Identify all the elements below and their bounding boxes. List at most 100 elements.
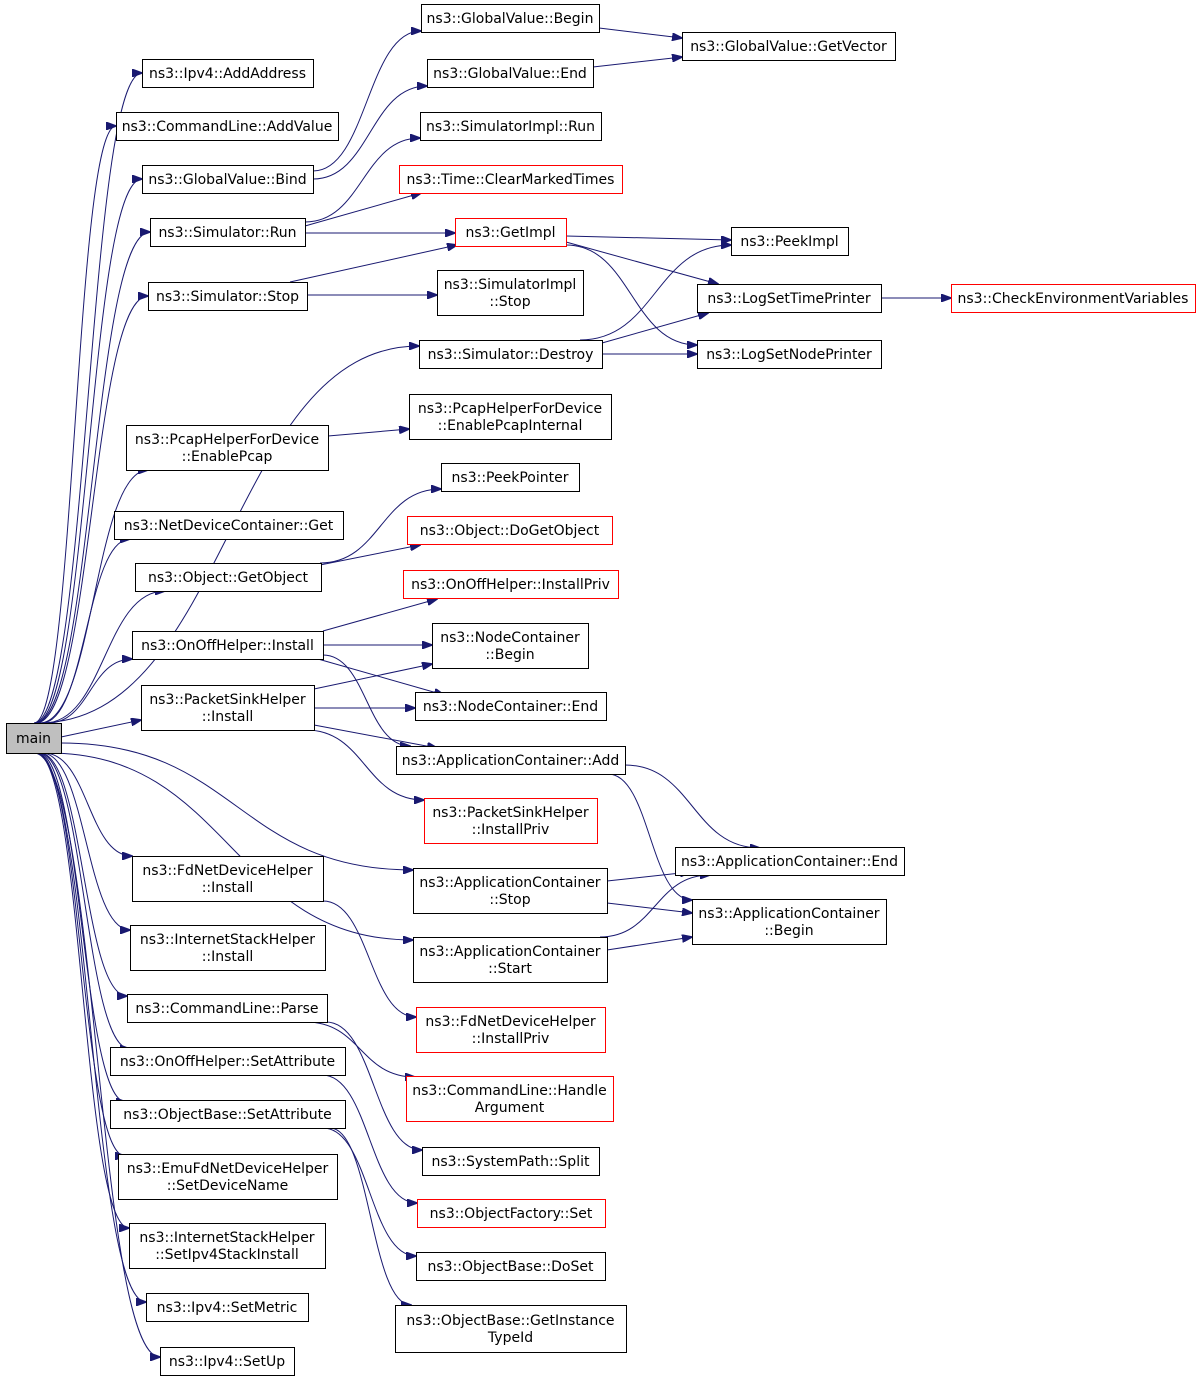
node-label-line: ns3::Ipv4::AddAddress: [149, 66, 306, 82]
node-globalvalue-getvector[interactable]: ns3::GlobalValue::GetVector: [682, 32, 896, 61]
node-box: [437, 270, 584, 316]
node-box: [160, 1347, 295, 1376]
node-label-line: ::Begin: [485, 647, 534, 663]
edge-main-to-packetsinkhelper-install: [60, 720, 141, 738]
node-box: [455, 218, 567, 247]
edge-globalvalue-end-to-globalvalue-getvector: [592, 57, 682, 68]
node-cmdline-parse[interactable]: ns3::CommandLine::Parse: [127, 994, 328, 1023]
node-box: [413, 868, 608, 914]
node-box: [421, 4, 600, 33]
node-cmdline-addvalue[interactable]: ns3::CommandLine::AddValue: [116, 112, 339, 141]
node-label-line: ns3::ObjectFactory::Set: [430, 1206, 593, 1222]
node-label-line: ns3::PcapHelperForDevice: [135, 432, 319, 448]
edge-simulator-run-to-simulatorimpl-run: [304, 138, 420, 223]
node-pcap-enablepcap[interactable]: ns3::PcapHelperForDevice::EnablePcap: [126, 425, 329, 471]
node-packetsinkhelper-install[interactable]: ns3::PacketSinkHelper::Install: [141, 685, 315, 731]
node-box: [148, 282, 308, 311]
node-simulatorimpl-run[interactable]: ns3::SimulatorImpl::Run: [420, 112, 602, 141]
node-ipv4-setup[interactable]: ns3::Ipv4::SetUp: [160, 1347, 295, 1376]
node-box: [406, 1076, 614, 1122]
node-internetstackhelper-setipv4stackinstall[interactable]: ns3::InternetStackHelper::SetIpv4StackIn…: [129, 1223, 326, 1269]
node-peekpointer[interactable]: ns3::PeekPointer: [441, 463, 580, 492]
edge-main-to-onoffhelper-setattribute: [38, 752, 130, 1049]
node-logsetnodeprinter[interactable]: ns3::LogSetNodePrinter: [697, 340, 882, 369]
node-label-line: ns3::ApplicationContainer: [419, 944, 600, 960]
node-globalvalue-bind[interactable]: ns3::GlobalValue::Bind: [142, 165, 314, 194]
node-nodecontainer-end[interactable]: ns3::NodeContainer::End: [415, 692, 607, 721]
edge-getimpl-to-peekimpl: [565, 235, 731, 240]
node-checkenvironmentvariables[interactable]: ns3::CheckEnvironmentVariables: [951, 284, 1196, 313]
edge-main-to-netdevicecontainer-get: [41, 539, 130, 724]
node-label-line: ns3::GlobalValue::GetVector: [690, 39, 887, 55]
node-ipv4-addaddress[interactable]: ns3::Ipv4::AddAddress: [142, 59, 314, 88]
node-onoffhelper-installpriv[interactable]: ns3::OnOffHelper::InstallPriv: [403, 570, 619, 599]
node-globalvalue-end[interactable]: ns3::GlobalValue::End: [427, 59, 594, 88]
node-label-line: ns3::FdNetDeviceHelper: [142, 863, 312, 879]
node-label-line: ns3::NetDeviceContainer::Get: [124, 518, 334, 534]
node-nodecontainer-begin[interactable]: ns3::NodeContainer::Begin: [432, 623, 589, 669]
edge-onoffhelper-install-to-nodecontainer-end: [317, 658, 444, 695]
edge-main-to-internetstackhelper-setipv4stackinstall: [35, 752, 129, 1228]
node-box: [675, 847, 905, 876]
node-emufd-setdevicename[interactable]: ns3::EmuFdNetDeviceHelper::SetDeviceName: [118, 1154, 338, 1200]
node-box: [114, 511, 344, 540]
node-time-clearmarkedtimes[interactable]: ns3::Time::ClearMarkedTimes: [399, 165, 623, 194]
node-netdevicecontainer-get[interactable]: ns3::NetDeviceContainer::Get: [114, 511, 344, 540]
node-box: [126, 425, 329, 471]
node-logsettimeprinter[interactable]: ns3::LogSetTimePrinter: [697, 284, 882, 313]
node-label-line: Argument: [475, 1100, 545, 1116]
edge-appcontainer-start-to-appcontainer-begin: [606, 937, 692, 951]
node-simulator-stop[interactable]: ns3::Simulator::Stop: [148, 282, 308, 311]
node-objectbase-setattribute[interactable]: ns3::ObjectBase::SetAttribute: [110, 1100, 346, 1129]
node-appcontainer-end[interactable]: ns3::ApplicationContainer::End: [675, 847, 905, 876]
node-label-line: ns3::PcapHelperForDevice: [418, 401, 602, 417]
edge-object-getobject-to-object-dogetobject: [319, 545, 420, 566]
node-ipv4-setmetric[interactable]: ns3::Ipv4::SetMetric: [146, 1293, 309, 1322]
edge-simulator-destroy-to-peekimpl: [579, 245, 731, 341]
node-getimpl[interactable]: ns3::GetImpl: [455, 218, 567, 247]
node-appcontainer-add[interactable]: ns3::ApplicationContainer::Add: [396, 746, 626, 775]
node-systempath-split[interactable]: ns3::SystemPath::Split: [422, 1147, 600, 1176]
node-simulator-destroy[interactable]: ns3::Simulator::Destroy: [419, 340, 603, 369]
node-label-line: ::SetDeviceName: [167, 1178, 289, 1194]
edge-main-to-object-getobject: [43, 591, 165, 724]
node-fdnetdevicehelper-install[interactable]: ns3::FdNetDeviceHelper::Install: [132, 856, 324, 902]
node-box: [110, 1100, 346, 1129]
node-appcontainer-start[interactable]: ns3::ApplicationContainer::Start: [413, 937, 608, 983]
node-main[interactable]: main: [6, 723, 62, 754]
node-label-line: ns3::Ipv4::SetMetric: [157, 1300, 298, 1316]
node-pcap-enablepcapinternal[interactable]: ns3::PcapHelperForDevice::EnablePcapInte…: [409, 394, 612, 440]
node-box: [130, 925, 326, 971]
node-objectfactory-set[interactable]: ns3::ObjectFactory::Set: [417, 1199, 606, 1228]
node-box: [150, 218, 306, 247]
node-appcontainer-begin[interactable]: ns3::ApplicationContainer::Begin: [692, 899, 887, 945]
node-globalvalue-begin[interactable]: ns3::GlobalValue::Begin: [421, 4, 600, 33]
node-object-getobject[interactable]: ns3::Object::GetObject: [135, 563, 322, 592]
edge-object-getobject-to-peekpointer: [319, 489, 441, 564]
node-fdnetdevicehelper-installpriv[interactable]: ns3::FdNetDeviceHelper::InstallPriv: [416, 1007, 606, 1053]
node-onoffhelper-setattribute[interactable]: ns3::OnOffHelper::SetAttribute: [110, 1047, 346, 1076]
node-box: [416, 1252, 606, 1281]
node-appcontainer-stop[interactable]: ns3::ApplicationContainer::Stop: [413, 868, 608, 914]
node-label-line: ns3::OnOffHelper::SetAttribute: [120, 1054, 335, 1070]
node-label-line: ns3::Simulator::Destroy: [428, 347, 594, 363]
node-simulator-run[interactable]: ns3::Simulator::Run: [150, 218, 306, 247]
node-label-line: ns3::CommandLine::AddValue: [122, 119, 333, 135]
node-box: [697, 340, 882, 369]
node-onoffhelper-install[interactable]: ns3::OnOffHelper::Install: [132, 631, 324, 660]
node-internetstackhelper-install[interactable]: ns3::InternetStackHelper::Install: [130, 925, 326, 971]
node-label-line: ns3::CommandLine::Parse: [135, 1001, 318, 1017]
node-objectbase-doset[interactable]: ns3::ObjectBase::DoSet: [416, 1252, 606, 1281]
node-packetsinkhelper-installpriv[interactable]: ns3::PacketSinkHelper::InstallPriv: [424, 798, 598, 844]
node-box: [416, 1007, 606, 1053]
edge-packetsinkhelper-install-to-appcontainer-add: [313, 724, 437, 748]
node-label-line: ::InstallPriv: [472, 1031, 550, 1047]
node-simulatorimpl-stop[interactable]: ns3::SimulatorImpl::Stop: [437, 270, 584, 316]
node-peekimpl[interactable]: ns3::PeekImpl: [731, 227, 849, 256]
node-object-dogetobject[interactable]: ns3::Object::DoGetObject: [407, 516, 613, 545]
node-label-line: ns3::InternetStackHelper: [139, 1230, 314, 1246]
node-label-line: ns3::Time::ClearMarkedTimes: [407, 172, 615, 188]
node-box: [422, 1147, 600, 1176]
